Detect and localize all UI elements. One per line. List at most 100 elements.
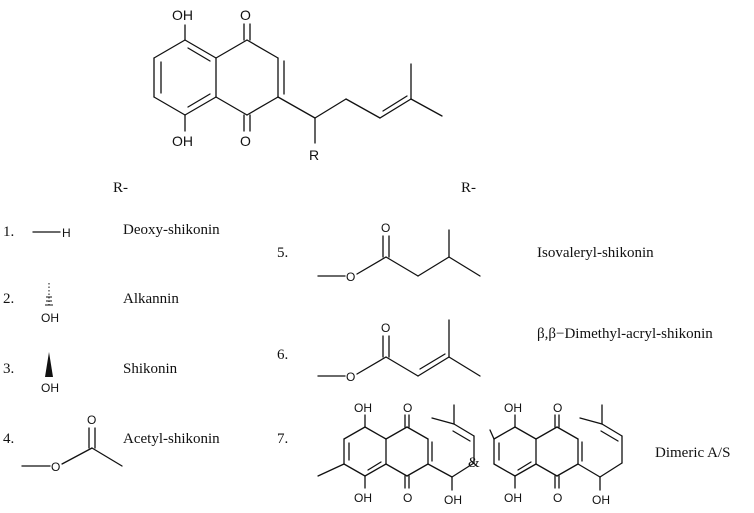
bond bbox=[493, 426, 516, 440]
compound-name: Isovaleryl-shikonin bbox=[537, 245, 654, 261]
compound-number: 2. bbox=[3, 291, 14, 307]
oh-label: OH bbox=[354, 401, 372, 415]
oh-label: OH bbox=[354, 491, 372, 505]
o-label: O bbox=[553, 491, 562, 505]
dimer-monomer-2: OH O OH O OH bbox=[489, 401, 623, 507]
oh-label: OH bbox=[41, 311, 59, 325]
bond bbox=[514, 463, 537, 477]
bond bbox=[448, 256, 481, 277]
side-chain-bond bbox=[601, 423, 623, 437]
o-label-bottom: O bbox=[240, 133, 251, 149]
side-chain-bond bbox=[579, 417, 603, 425]
bond bbox=[406, 426, 429, 440]
compound-number: 1. bbox=[3, 224, 14, 240]
double-bond-inner bbox=[187, 47, 211, 62]
o-label: O bbox=[403, 491, 412, 505]
oh-label: OH bbox=[444, 493, 462, 507]
oh-label: OH bbox=[504, 401, 522, 415]
side-chain-bond bbox=[277, 96, 316, 119]
r-header-right: R- bbox=[461, 180, 476, 196]
o-label: O bbox=[553, 401, 562, 415]
compound-6: 6. O O β,β−Dimethyl-acryl-shikonin bbox=[277, 319, 713, 384]
bond bbox=[385, 256, 419, 277]
o-label: O bbox=[403, 401, 412, 415]
methyl-bond bbox=[317, 463, 345, 477]
oh-label-top: OH bbox=[172, 7, 193, 23]
side-chain-bond bbox=[410, 98, 443, 117]
bond bbox=[343, 463, 366, 477]
compound-5: 5. O O Isovaleryl-shikonin bbox=[277, 221, 654, 284]
bond bbox=[535, 463, 558, 477]
bond bbox=[514, 426, 537, 440]
compound-name: β,β−Dimethyl-acryl-shikonin bbox=[537, 326, 713, 342]
side-chain-double-bond bbox=[600, 430, 619, 442]
side-chain-bond bbox=[379, 98, 412, 119]
side-chain-bond bbox=[453, 423, 475, 437]
r-header-left: R- bbox=[113, 180, 128, 196]
wedge-bond bbox=[45, 352, 53, 377]
side-chain-bond bbox=[451, 462, 475, 478]
compound-number: 5. bbox=[277, 245, 288, 261]
side-chain-bond bbox=[577, 463, 601, 478]
bond bbox=[417, 356, 450, 377]
bond bbox=[448, 356, 481, 377]
compound-number: 6. bbox=[277, 347, 288, 363]
bond bbox=[364, 426, 387, 440]
compound-2: 2. OH Alkannin bbox=[3, 283, 179, 325]
double-bond bbox=[419, 353, 446, 370]
o-label-top: O bbox=[240, 7, 251, 23]
o-atom: O bbox=[51, 460, 60, 474]
bond bbox=[493, 463, 516, 477]
bond bbox=[364, 463, 387, 477]
side-chain-bond bbox=[431, 417, 455, 425]
bond bbox=[535, 426, 558, 440]
bond bbox=[417, 256, 450, 277]
compound-number: 3. bbox=[3, 361, 14, 377]
bond bbox=[215, 96, 248, 116]
compound-1: 1. H Deoxy-shikonin bbox=[3, 222, 220, 240]
bond bbox=[246, 96, 279, 116]
methyl-bond bbox=[489, 429, 495, 440]
bond bbox=[556, 426, 579, 440]
bond bbox=[343, 426, 366, 440]
bond bbox=[356, 356, 387, 375]
bond bbox=[356, 256, 387, 275]
oh-label: OH bbox=[504, 491, 522, 505]
compound-name: Dimeric A/S bbox=[655, 445, 730, 461]
o-atom: O bbox=[346, 270, 355, 284]
compound-3: 3. OH Shikonin bbox=[3, 352, 178, 395]
double-bond-inner bbox=[517, 461, 532, 471]
double-bond-inner bbox=[187, 93, 211, 108]
o-atom: O bbox=[346, 370, 355, 384]
core-structure: OH O OH O R bbox=[153, 7, 443, 163]
bond bbox=[385, 426, 408, 440]
compound-name: Alkannin bbox=[123, 291, 179, 307]
compound-4: 4. O O Acetyl-shikonin bbox=[3, 413, 220, 474]
o-atom: O bbox=[87, 413, 96, 427]
compound-7: 7. bbox=[277, 401, 730, 507]
o-atom: O bbox=[381, 321, 390, 335]
bond bbox=[215, 39, 248, 59]
double-bond-inner bbox=[367, 461, 382, 471]
dimer-monomer-1: OH O OH O OH bbox=[317, 401, 475, 507]
oh-label: OH bbox=[41, 381, 59, 395]
compound-number: 4. bbox=[3, 431, 14, 447]
bond bbox=[246, 39, 279, 59]
oh-label-bottom: OH bbox=[172, 133, 193, 149]
o-atom: O bbox=[381, 221, 390, 235]
side-chain-bond bbox=[427, 463, 453, 478]
r-group-label: R bbox=[309, 147, 319, 163]
compound-number: 7. bbox=[277, 431, 288, 447]
bond bbox=[153, 96, 186, 116]
oh-label: OH bbox=[592, 493, 610, 507]
side-chain-double-bond bbox=[382, 95, 408, 112]
bond bbox=[91, 447, 123, 467]
bond bbox=[184, 39, 217, 59]
ampersand: & bbox=[468, 455, 480, 471]
bond bbox=[406, 463, 429, 477]
compound-name: Shikonin bbox=[123, 361, 178, 377]
bond bbox=[556, 463, 579, 477]
side-chain-bond bbox=[599, 462, 623, 478]
